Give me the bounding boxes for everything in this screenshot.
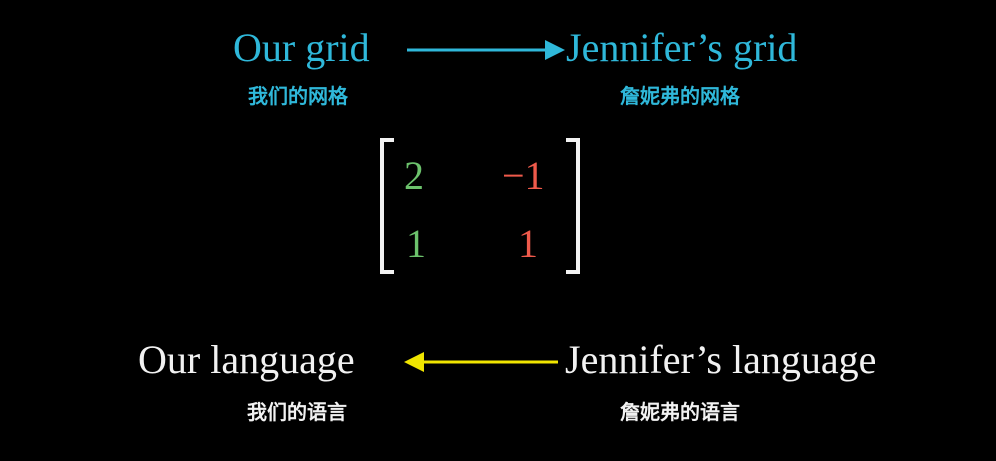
matrix-entry-2-1: 1 bbox=[406, 221, 426, 266]
matrix-right-bracket bbox=[566, 138, 580, 274]
jennifers-grid-chinese-label: 詹妮弗的网格 bbox=[620, 84, 740, 108]
matrix-left-bracket bbox=[380, 138, 394, 274]
jennifers-grid-label: Jennifer’s grid bbox=[566, 25, 798, 70]
our-language-label: Our language bbox=[138, 337, 355, 382]
our-grid-label: Our grid bbox=[233, 25, 370, 70]
jennifers-language-label: Jennifer’s language bbox=[565, 337, 877, 382]
our-language-chinese-label: 我们的语言 bbox=[247, 400, 347, 424]
right-arrow-icon bbox=[407, 40, 565, 60]
left-arrow-icon bbox=[404, 352, 558, 372]
our-grid-chinese-label: 我们的网格 bbox=[248, 84, 348, 108]
matrix-entry-1-1: 2 bbox=[404, 153, 424, 198]
jennifers-language-chinese-label: 詹妮弗的语言 bbox=[620, 400, 740, 424]
change-of-basis-matrix: 2 −1 1 1 bbox=[380, 138, 580, 274]
matrix-entry-2-2: 1 bbox=[518, 221, 538, 266]
matrix-entry-1-2: −1 bbox=[502, 153, 545, 198]
